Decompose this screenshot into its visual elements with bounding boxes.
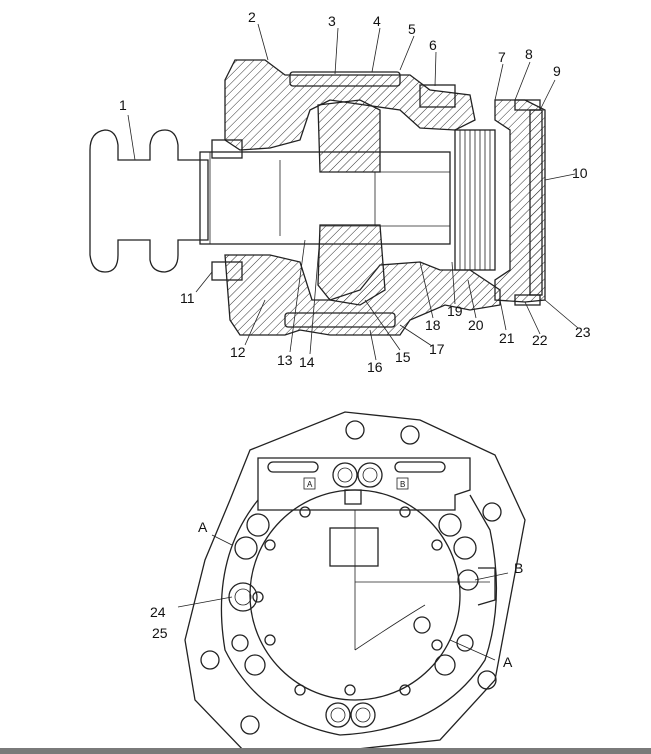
motor-body xyxy=(220,494,498,736)
port-b-box xyxy=(396,477,409,490)
callout-11: 11 xyxy=(180,290,195,306)
port-a-slot xyxy=(267,461,319,473)
callout-17: 17 xyxy=(429,341,445,357)
flange-hole xyxy=(477,670,497,690)
port-b-slot xyxy=(394,461,446,473)
callout-20: 20 xyxy=(468,317,484,333)
callout-5: 5 xyxy=(408,21,416,37)
callout-8: 8 xyxy=(525,46,533,62)
callout-19: 19 xyxy=(447,303,463,319)
bolt-bottom xyxy=(284,312,396,328)
small-plug xyxy=(344,489,362,505)
flange-hole xyxy=(400,425,420,445)
callout-1: 1 xyxy=(119,97,127,113)
port-label-b: B xyxy=(400,480,405,489)
callout-10: 10 xyxy=(572,165,588,181)
section-line xyxy=(354,510,490,651)
port-a-box xyxy=(303,477,316,490)
callout-13: 13 xyxy=(277,352,293,368)
end-view: A B xyxy=(150,411,526,753)
callout-16: 16 xyxy=(367,359,383,375)
footer-bar xyxy=(0,748,651,754)
sprocket xyxy=(89,129,209,273)
center-box xyxy=(329,527,379,567)
double-bolt-top xyxy=(332,462,383,488)
plug xyxy=(419,84,456,108)
callout-9: 9 xyxy=(553,63,561,79)
screw-top xyxy=(514,99,541,111)
bolts xyxy=(228,506,479,696)
callout-14: 14 xyxy=(299,354,315,370)
callout-7: 7 xyxy=(498,49,506,65)
callout-15: 15 xyxy=(395,349,411,365)
gear-upper xyxy=(317,99,381,173)
section-marker-a-upper: A xyxy=(198,519,208,535)
flange-hole xyxy=(240,715,260,735)
flange-hole xyxy=(200,650,220,670)
screw-bottom xyxy=(514,294,541,306)
callout-12: 12 xyxy=(230,344,246,360)
side-boss xyxy=(477,567,496,606)
callout-21: 21 xyxy=(499,330,515,346)
callout-18: 18 xyxy=(425,317,441,333)
mounting-flange xyxy=(184,411,526,753)
section-marker-a-lower: A xyxy=(503,654,513,670)
section-marker-b: B xyxy=(514,560,523,576)
double-bolt-bottom xyxy=(325,702,376,728)
port-label-a: A xyxy=(307,480,313,489)
callout-4: 4 xyxy=(373,13,381,29)
bearing-upper xyxy=(211,139,243,159)
port-block xyxy=(257,457,471,511)
callout-3: 3 xyxy=(328,13,336,29)
brake-discs xyxy=(454,129,496,271)
flange-hole xyxy=(482,502,502,522)
callout-23: 23 xyxy=(575,324,591,340)
bolt-top xyxy=(289,71,401,87)
cover-plate xyxy=(529,109,543,296)
section-view: 1 2 3 4 5 6 7 8 9 10 11 12 13 14 15 16 1… xyxy=(89,9,591,375)
callout-24: 24 xyxy=(150,604,166,620)
gear-block xyxy=(317,224,386,306)
housing xyxy=(224,59,476,151)
callout-22: 22 xyxy=(532,332,548,348)
flange-hole xyxy=(345,420,365,440)
callout-2: 2 xyxy=(248,9,256,25)
bearing-lower xyxy=(211,261,243,281)
callout-25: 25 xyxy=(152,625,168,641)
leader-lines xyxy=(127,23,579,361)
leader-lines-end xyxy=(177,534,509,661)
callout-6: 6 xyxy=(429,37,437,53)
